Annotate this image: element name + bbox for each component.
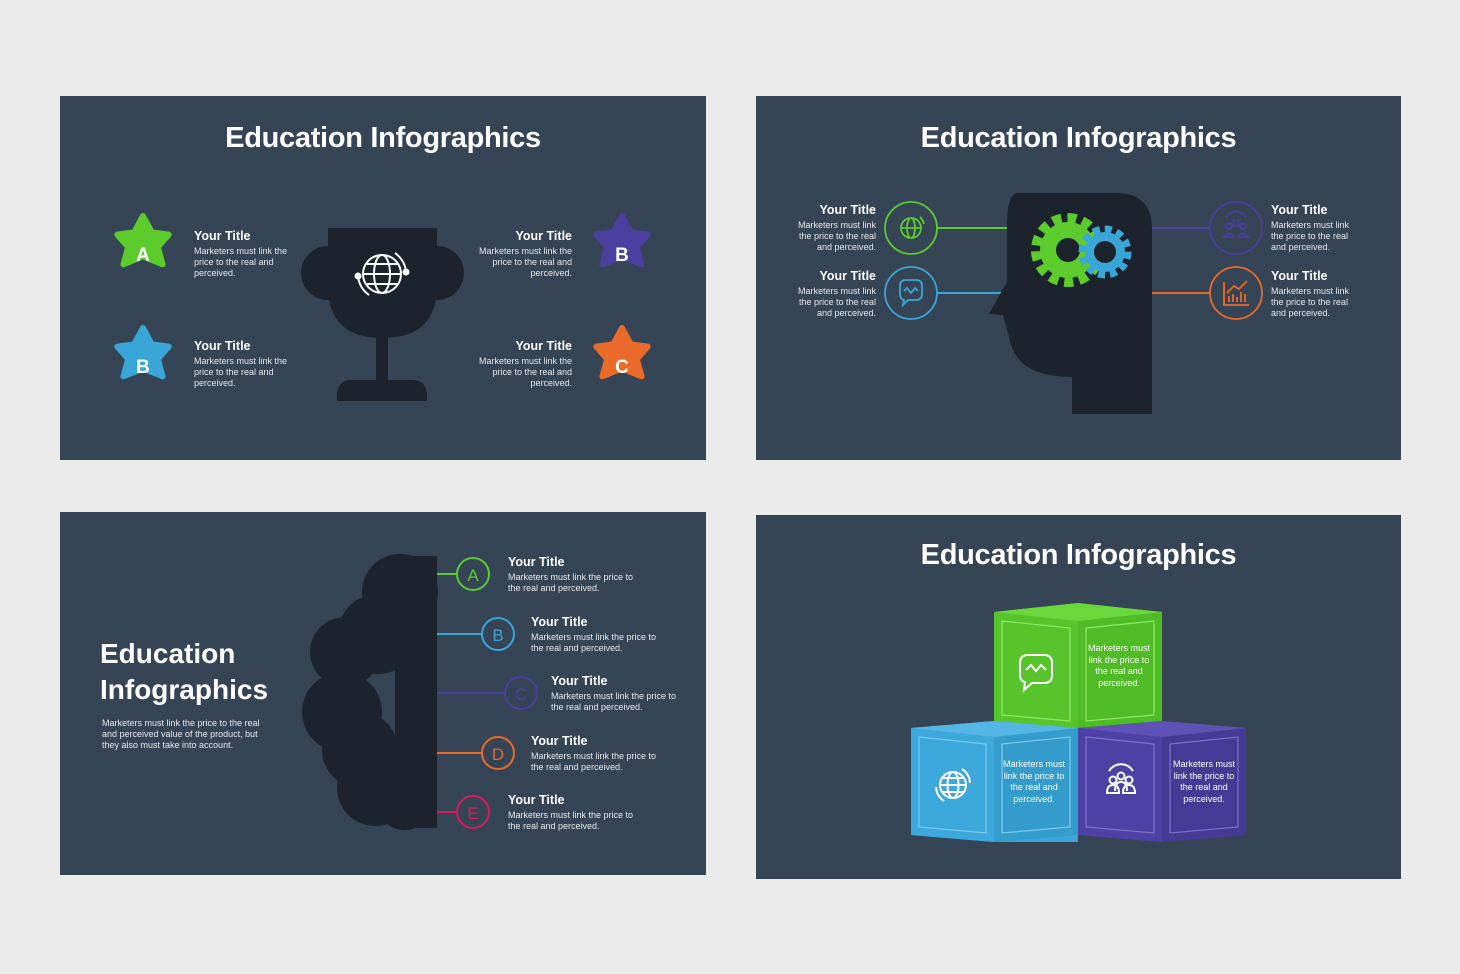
- item-desc: Marketers must link the price to the rea…: [551, 691, 677, 712]
- brain-item-d: Your Title Marketers must link the price…: [531, 734, 661, 773]
- slide-head: Education Infographics: [756, 96, 1401, 460]
- head-item-1: Your Title Marketers must link the price…: [786, 203, 876, 253]
- item-title: Your Title: [508, 793, 565, 807]
- svg-text:D: D: [492, 745, 504, 764]
- team-icon: [1209, 201, 1263, 255]
- brain-half-icon: [302, 554, 438, 830]
- slide-title: Education Infographics: [225, 122, 541, 154]
- trophy-item-b-right: Your Title Marketers must link the price…: [477, 229, 572, 279]
- brain-item-c: Your Title Marketers must link the price…: [551, 674, 681, 713]
- svg-text:E: E: [467, 804, 478, 823]
- team-icon: [1105, 763, 1137, 794]
- svg-text:A: A: [467, 566, 479, 585]
- item-title: Your Title: [531, 734, 588, 748]
- item-desc: Marketers must link the price to the rea…: [1271, 220, 1350, 252]
- head-item-3: Your Title Marketers must link the price…: [1271, 203, 1361, 253]
- head-item-4: Your Title Marketers must link the price…: [1271, 269, 1361, 319]
- item-desc: Marketers must link the price to the rea…: [508, 572, 634, 593]
- circle-c: C: [504, 676, 538, 710]
- item-title: Your Title: [819, 203, 877, 217]
- star-b-left: B: [114, 325, 172, 380]
- item-desc: Marketers must link the price to the rea…: [478, 356, 572, 388]
- item-title: Your Title: [531, 615, 588, 629]
- cube-blue-text: Marketers must link the price to the rea…: [1002, 759, 1065, 804]
- item-desc: Marketers must link the price to the rea…: [797, 286, 876, 318]
- trophy-item-a: Your Title Marketers must link the price…: [194, 229, 289, 279]
- trophy-item-c: Your Title Marketers must link the price…: [477, 339, 572, 389]
- star-b-right: B: [593, 213, 651, 268]
- svg-text:C: C: [515, 685, 527, 704]
- slide-title: Education Infographics: [920, 539, 1237, 571]
- item-title: Your Title: [515, 339, 573, 353]
- item-desc: Marketers must link the price to the rea…: [1271, 286, 1350, 318]
- svg-text:B: B: [492, 626, 503, 645]
- item-title: Your Title: [551, 674, 608, 688]
- title-line-2: Infographics: [100, 674, 269, 705]
- item-title: Your Title: [515, 229, 573, 243]
- slide-trophy: Education Infographics A B B C: [60, 96, 706, 460]
- item-desc: Marketers must link the price to the rea…: [797, 220, 876, 252]
- cube-green: [994, 603, 1162, 731]
- circle-d: D: [481, 736, 515, 770]
- star-a: A: [114, 213, 172, 268]
- item-title: Your Title: [194, 339, 251, 353]
- trophy-graphic: A B B C: [114, 213, 651, 401]
- svg-text:B: B: [615, 245, 629, 266]
- brain-item-a: Your Title Marketers must link the price…: [508, 555, 638, 594]
- chart-icon: [1209, 266, 1263, 320]
- item-title: Your Title: [1271, 203, 1328, 217]
- item-title: Your Title: [1271, 269, 1328, 283]
- cubes-graphic: [911, 603, 1246, 842]
- slide-brain: Education Infographics Marketers must li…: [60, 512, 706, 875]
- slide-title: Education Infographics: [100, 636, 268, 708]
- trophy-item-b-left: Your Title Marketers must link the price…: [194, 339, 289, 389]
- circle-e: E: [456, 795, 490, 829]
- chat-icon: [1019, 654, 1053, 693]
- item-desc: Marketers must link the price to the rea…: [194, 356, 288, 388]
- item-desc: Marketers must link the price to the rea…: [478, 246, 572, 278]
- title-line-1: Education: [100, 638, 236, 669]
- item-title: Your Title: [508, 555, 565, 569]
- brain-graphic: A B C D E: [302, 554, 538, 830]
- item-desc: Marketers must link the price to the rea…: [531, 632, 657, 653]
- gear-blue-icon: [1078, 225, 1132, 279]
- item-title: Your Title: [194, 229, 251, 243]
- item-desc: Marketers must link the price to the rea…: [194, 246, 288, 278]
- circle-b: B: [481, 617, 515, 651]
- item-title: Your Title: [819, 269, 877, 283]
- item-desc: Marketers must link the price to the rea…: [508, 810, 634, 831]
- cube-purple: [1078, 721, 1246, 842]
- cube-purple-text: Marketers must link the price to the rea…: [1172, 759, 1235, 804]
- svg-text:C: C: [615, 357, 629, 378]
- brain-item-b: Your Title Marketers must link the price…: [531, 615, 661, 654]
- svg-text:B: B: [136, 357, 150, 378]
- circle-a: A: [456, 557, 490, 591]
- globe-icon: [935, 768, 971, 802]
- slide-title: Education Infographics: [920, 122, 1237, 154]
- slide-desc: Marketers must link the price to the rea…: [102, 718, 260, 750]
- cube-green-text: Marketers must link the price to the rea…: [1087, 643, 1150, 688]
- trophy-icon: [301, 228, 464, 401]
- item-desc: Marketers must link the price to the rea…: [531, 751, 657, 772]
- star-letter-a: A: [136, 245, 150, 266]
- globe-icon: [354, 252, 410, 296]
- brain-item-e: Your Title Marketers must link the price…: [508, 793, 638, 832]
- head-item-2: Your Title Marketers must link the price…: [786, 269, 876, 319]
- star-c: C: [593, 325, 651, 380]
- head-graphic: [884, 193, 1263, 414]
- globe-icon: [884, 201, 938, 255]
- slide-cubes: Education Infographics: [756, 515, 1401, 879]
- chat-icon: [884, 266, 938, 320]
